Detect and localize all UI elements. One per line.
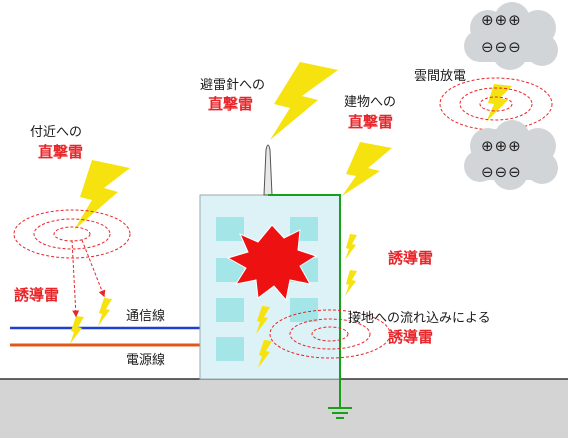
- cloud-top: [464, 2, 558, 70]
- ground-wire: [268, 194, 341, 408]
- strike-burst: [226, 224, 318, 302]
- label-ground-inflow-red: 誘導雷: [388, 328, 434, 346]
- label-induced-left: 誘導雷: [14, 286, 60, 304]
- label-nearby-strike: 付近への: [30, 125, 83, 140]
- induction-arrows: [71, 239, 106, 318]
- bolt-building: [342, 142, 392, 196]
- bolt-cloud: [486, 84, 512, 122]
- label-ground-inflow: 接地への流れ込みによる: [348, 311, 491, 326]
- cloud-top-positive: ⊕⊕⊕: [481, 11, 522, 29]
- lightning-rod: [263, 144, 273, 196]
- label-nearby-strike-red: 直撃雷: [38, 143, 84, 161]
- bolt-nearby: [74, 160, 130, 230]
- label-comm-line: 通信線: [126, 309, 166, 324]
- ground-area: [0, 379, 568, 438]
- label-building-strike-red: 直撃雷: [348, 113, 394, 131]
- cloud-top-negative: ⊖⊖⊖: [481, 38, 522, 56]
- cloud-bottom-positive: ⊕⊕⊕: [481, 137, 522, 155]
- cloud-bottom-negative: ⊖⊖⊖: [481, 163, 522, 181]
- label-cloud-discharge: 雲間放電: [414, 69, 467, 84]
- label-induced-right: 誘導雷: [388, 249, 434, 267]
- rings-nearby: [13, 209, 131, 259]
- label-rod-strike: 避雷針への: [200, 78, 266, 93]
- bolt-rod: [270, 62, 338, 140]
- rings-ground: [269, 309, 391, 359]
- label-rod-strike-red: 直撃雷: [208, 95, 254, 113]
- cloud-bottom: [464, 120, 558, 190]
- small-bolts: [70, 234, 357, 368]
- label-power-line: 電源線: [126, 353, 166, 368]
- label-building-strike: 建物への: [344, 95, 397, 110]
- earth-symbol: [328, 407, 352, 419]
